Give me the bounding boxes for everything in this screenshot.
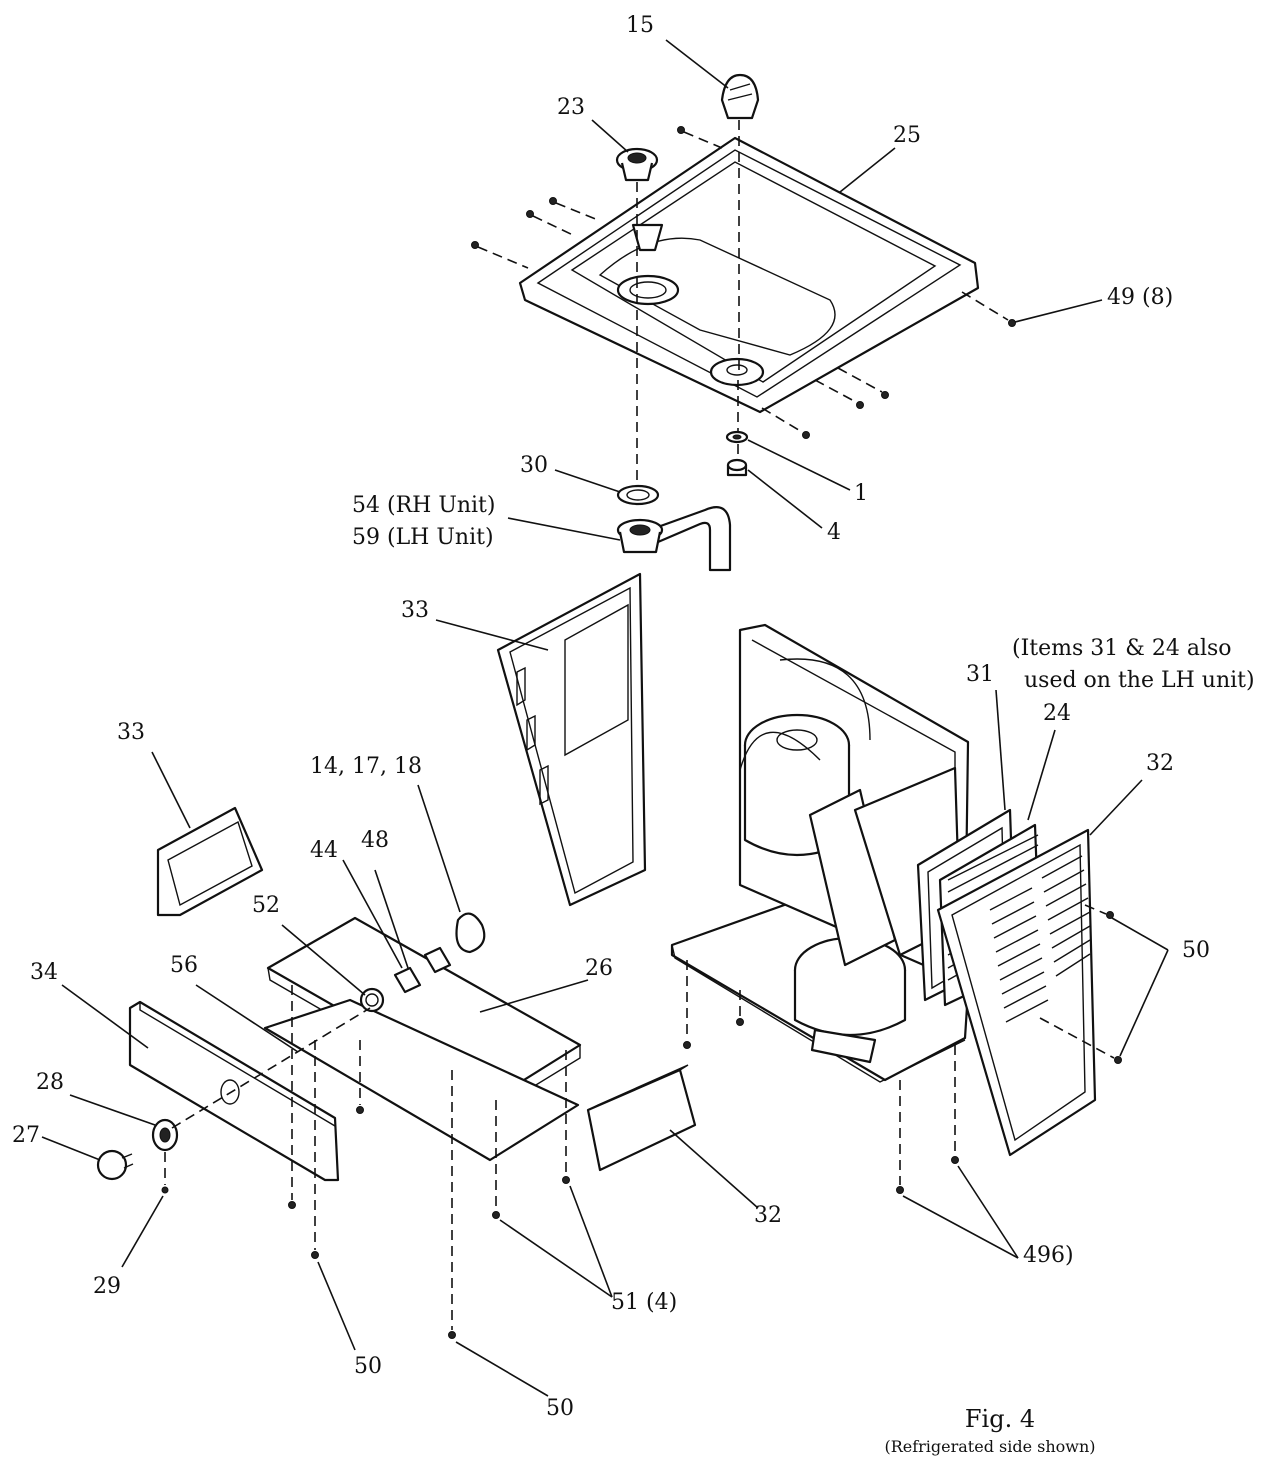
callout-51-4: 51 (4) <box>611 1290 678 1315</box>
note-line-1: (Items 31 & 24 also <box>1012 636 1232 661</box>
side-panel-33-top <box>496 572 647 907</box>
callout-49-8: 49 (8) <box>1107 285 1174 310</box>
bottom-screws <box>288 960 959 1339</box>
callout-33-left: 33 <box>117 720 145 745</box>
push-button-part <box>96 1007 371 1194</box>
callout-44: 44 <box>310 838 338 863</box>
washer-nut-parts <box>725 430 749 477</box>
callout-28: 28 <box>36 1070 64 1095</box>
note-line-2: used on the LH unit) <box>1024 668 1255 693</box>
basin-top-part <box>518 136 980 414</box>
callout-54-rh: 54 (RH Unit) <box>352 493 496 518</box>
callout-24: 24 <box>1043 701 1071 726</box>
base-plate-part <box>263 916 582 1162</box>
louvered-grille-part <box>936 828 1122 1157</box>
callout-34: 34 <box>30 960 58 985</box>
callout-23: 23 <box>557 95 585 120</box>
callout-15: 15 <box>626 13 654 38</box>
callout-50-bottom-2: 50 <box>546 1396 574 1421</box>
callout-31: 31 <box>966 662 994 687</box>
callout-25: 25 <box>893 123 921 148</box>
callout-50-bottom-1: 50 <box>354 1354 382 1379</box>
side-panel-33-left <box>156 806 264 917</box>
callout-52: 52 <box>252 893 280 918</box>
basin-screws <box>471 126 1016 439</box>
gasket-part <box>616 484 660 506</box>
figure-subtitle: (Refrigerated side shown) <box>884 1437 1096 1456</box>
callout-50-right: 50 <box>1182 938 1210 963</box>
callout-26: 26 <box>585 956 613 981</box>
callout-496: 496) <box>1023 1243 1074 1268</box>
callout-4: 4 <box>827 520 841 545</box>
leader-lines <box>41 39 1169 1397</box>
valve-components <box>359 912 486 1013</box>
callout-32-right: 32 <box>1146 751 1174 776</box>
callout-59-lh: 59 (LH Unit) <box>352 525 494 550</box>
refrigeration-chassis <box>670 623 972 1083</box>
callout-30: 30 <box>520 453 548 478</box>
callout-14-17-18: 14, 17, 18 <box>310 754 422 779</box>
bubbler-part <box>720 73 760 120</box>
callout-56: 56 <box>170 953 198 978</box>
strainer-part <box>615 147 659 182</box>
callout-29: 29 <box>93 1274 121 1299</box>
panel-32-bottom <box>586 1064 697 1172</box>
callout-33-top: 33 <box>401 598 429 623</box>
callout-32-bottom: 32 <box>754 1203 782 1228</box>
figure-title: Fig. 4 <box>964 1405 1036 1433</box>
drain-trap-part <box>616 506 732 572</box>
callout-27: 27 <box>12 1123 40 1148</box>
callout-1: 1 <box>854 481 868 506</box>
callout-48: 48 <box>361 828 389 853</box>
